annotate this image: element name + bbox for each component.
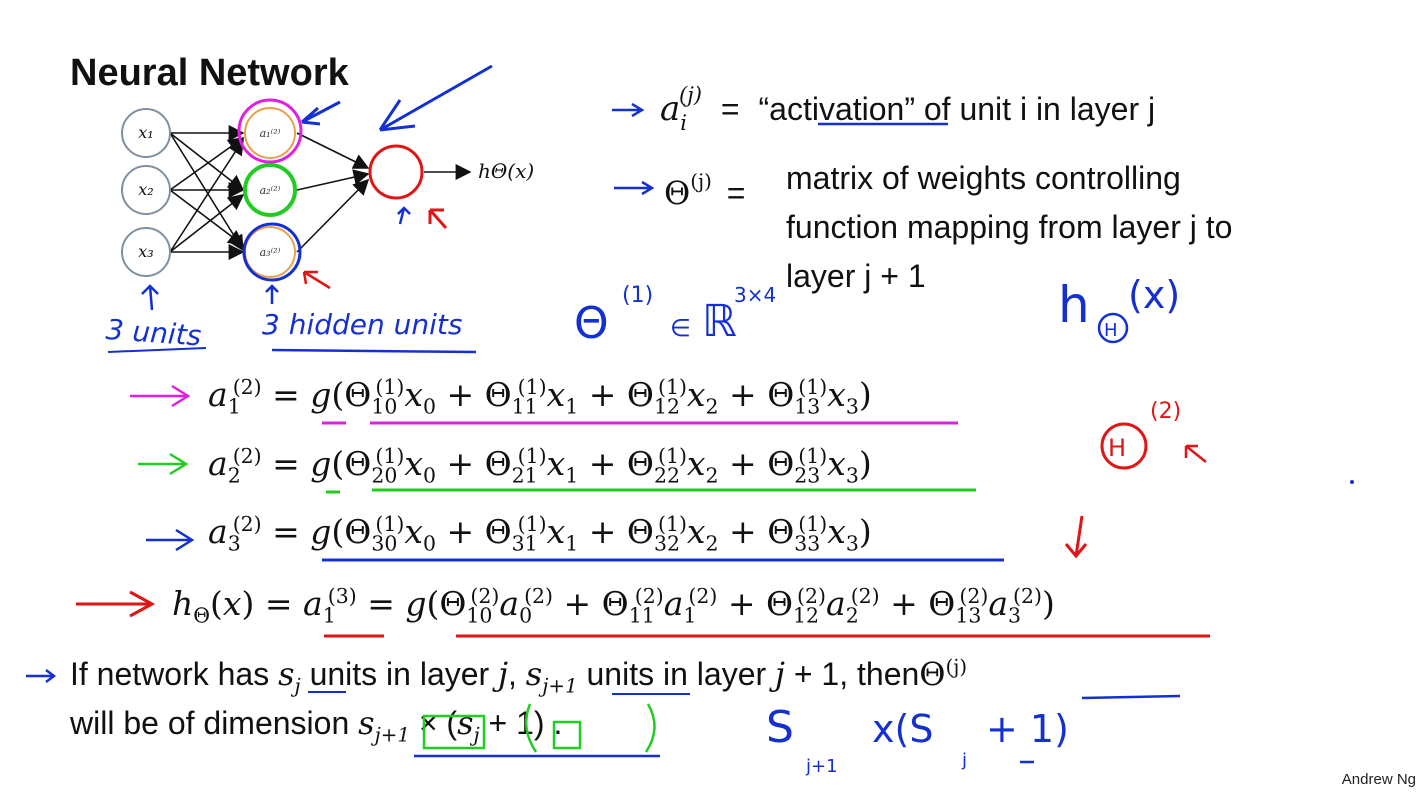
svg-text:(1): (1) [622,283,653,308]
input-node-x2 [121,165,171,215]
theta-text-line-1: matrix of weights controlling [786,160,1181,196]
output-node [368,144,424,200]
svg-text:(x): (x) [1128,273,1180,317]
dimension-line-2: will be of dimension sj+1 × (sj + 1) . [70,704,563,747]
input-node-x1 [121,108,171,158]
equation-a2: a2(2) = g(Θ20(1)x0 + Θ21(1)x1 + Θ22(1)x2… [208,444,872,488]
input-hidden-edges [169,125,245,260]
theta-text-line-2: function mapping from layer j to [786,209,1233,245]
blue-arrow-hidden [301,100,341,126]
blue-arrow-hidden-units [265,284,279,304]
activation-symbol: ai(j) [660,82,703,135]
dimension-line-1: If network has sj units in layer j, sj+1… [70,655,968,698]
green-arrow [138,452,189,476]
blue-arrow-theta [614,180,655,196]
theta-definition: Θ(j) = [664,170,746,212]
svg-text:j: j [961,750,967,771]
equation-output: hΘ(x) = a1(3) = g(Θ10(2)a0(2) + Θ11(2)a1… [172,584,1055,628]
input-nodes [121,108,171,277]
hidden-label-3: a₃⁽²⁾ [260,246,281,259]
svg-text:∈: ∈ [670,314,691,342]
blue-arrow-inputs [141,284,159,311]
blue-arrow-output [378,64,493,132]
svg-text:x(S: x(S [872,707,933,751]
blue-arrow-eq3 [146,528,195,552]
theta-text-line-3: layer j + 1 [786,258,926,294]
input-label-x1: x₁ [138,123,153,142]
activation-text: “activation” of unit i in layer j [758,91,1156,127]
handwritten-sj-expression: S [766,702,794,753]
handwritten-3-units: 3 units [105,313,203,353]
equation-a3: a3(2) = g(Θ30(1)x0 + Θ31(1)x1 + Θ32(1)x2… [208,512,872,556]
author-credit: Andrew Ng [1341,771,1416,788]
svg-text:H: H [1104,320,1118,341]
svg-text:j+1: j+1 [805,756,838,777]
blue-arrow-small [397,206,411,225]
hidden-node-1 [244,107,296,159]
red-arrow-hidden3 [302,270,331,290]
hidden-label-1: a₁⁽²⁾ [260,127,281,140]
output-label: hΘ(x) [478,159,534,183]
hidden-label-2: a₂⁽²⁾ [260,184,281,197]
theta-symbol: Θ(j) [664,170,712,212]
svg-text:+ 1): + 1) [986,707,1069,751]
hidden-output-edges [296,132,472,253]
handwritten-theta2 [1100,422,1148,470]
equation-a1: a1(2) = g(Θ10(1)x0 + Θ11(1)x1 + Θ12(1)x2… [208,375,872,419]
input-node-x3 [121,227,171,277]
input-label-x3: x₃ [138,242,153,261]
blue-arrow-act [612,102,645,118]
blue-arrow-dim [26,669,57,683]
svg-text:(2): (2) [1150,399,1181,424]
handwritten-3-hidden-units: 3 hidden units [262,308,463,341]
input-label-x2: x₂ [138,180,153,199]
hidden-node-2 [243,163,297,217]
svg-text:ℝ: ℝ [702,296,737,347]
slide-title: Neural Network [70,52,349,94]
pink-arrow [130,384,191,408]
svg-text:3×4: 3×4 [734,283,776,307]
red-down-arrow [1064,515,1088,559]
red-arrow-output [428,208,448,229]
svg-text:H: H [1108,434,1126,462]
red-arrow-eq4 [76,590,156,618]
handwritten-h-theta: h [1058,276,1090,334]
activation-definition: ai(j) = “activation” of unit i in layer … [660,82,1156,135]
handwritten-theta-dim: Θ [574,298,609,349]
